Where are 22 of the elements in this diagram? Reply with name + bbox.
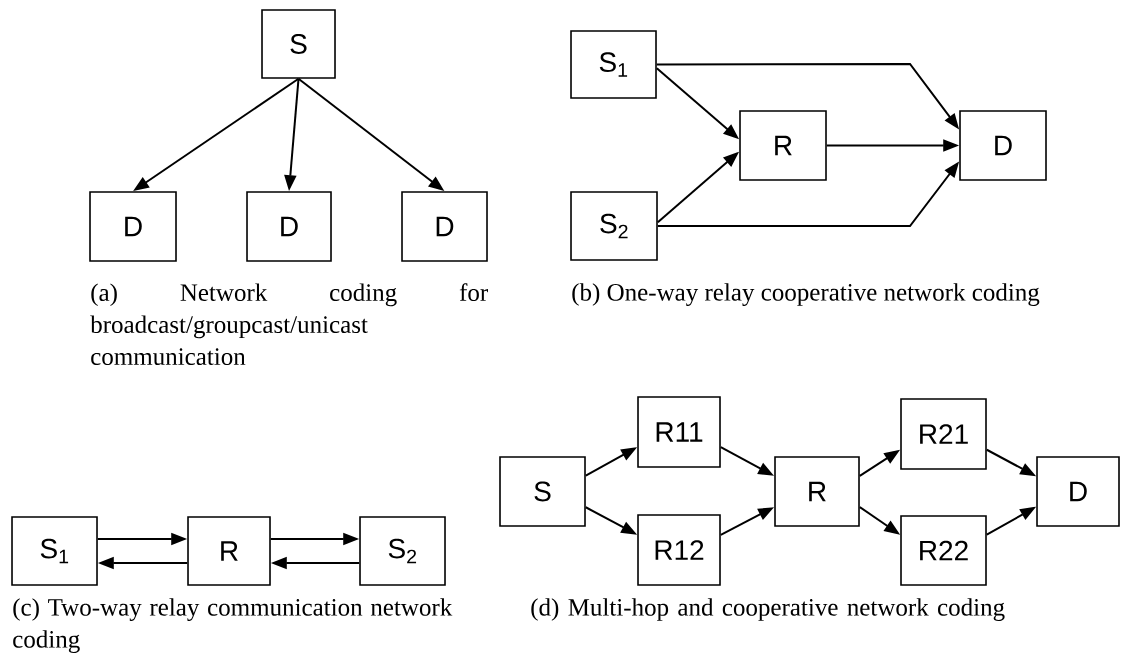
node-box: R11 bbox=[637, 396, 721, 468]
caption: (b) One-way relay cooperative network coding bbox=[572, 283, 1040, 306]
node-box: R bbox=[739, 110, 827, 181]
node-box: D bbox=[959, 110, 1047, 181]
node-box: D bbox=[1036, 456, 1120, 527]
node-box: S$_{2}$ bbox=[359, 516, 446, 586]
node-box: S$_{1}$ bbox=[570, 30, 657, 99]
node-box: S$_{1}$ bbox=[11, 516, 98, 586]
caption: (a) Network coding for broadcast/groupcast/unicast communication bbox=[90, 283, 488, 366]
node-box: D bbox=[246, 191, 332, 262]
node-box: R22 bbox=[900, 515, 987, 586]
node-box: R bbox=[187, 516, 271, 586]
node-box: D bbox=[401, 191, 488, 262]
node-box: R bbox=[774, 456, 860, 527]
node-box: R12 bbox=[637, 514, 721, 586]
node-box: D bbox=[89, 191, 177, 262]
node-box: S bbox=[499, 456, 586, 527]
node-box: R21 bbox=[900, 398, 987, 470]
node-box: S$_{2}$ bbox=[570, 191, 658, 261]
caption: (c) Two-way relay communication network coding bbox=[13, 598, 453, 653]
node-box: S bbox=[261, 9, 336, 79]
caption: (d) Multi-hop and cooperative network coding bbox=[531, 598, 1005, 621]
